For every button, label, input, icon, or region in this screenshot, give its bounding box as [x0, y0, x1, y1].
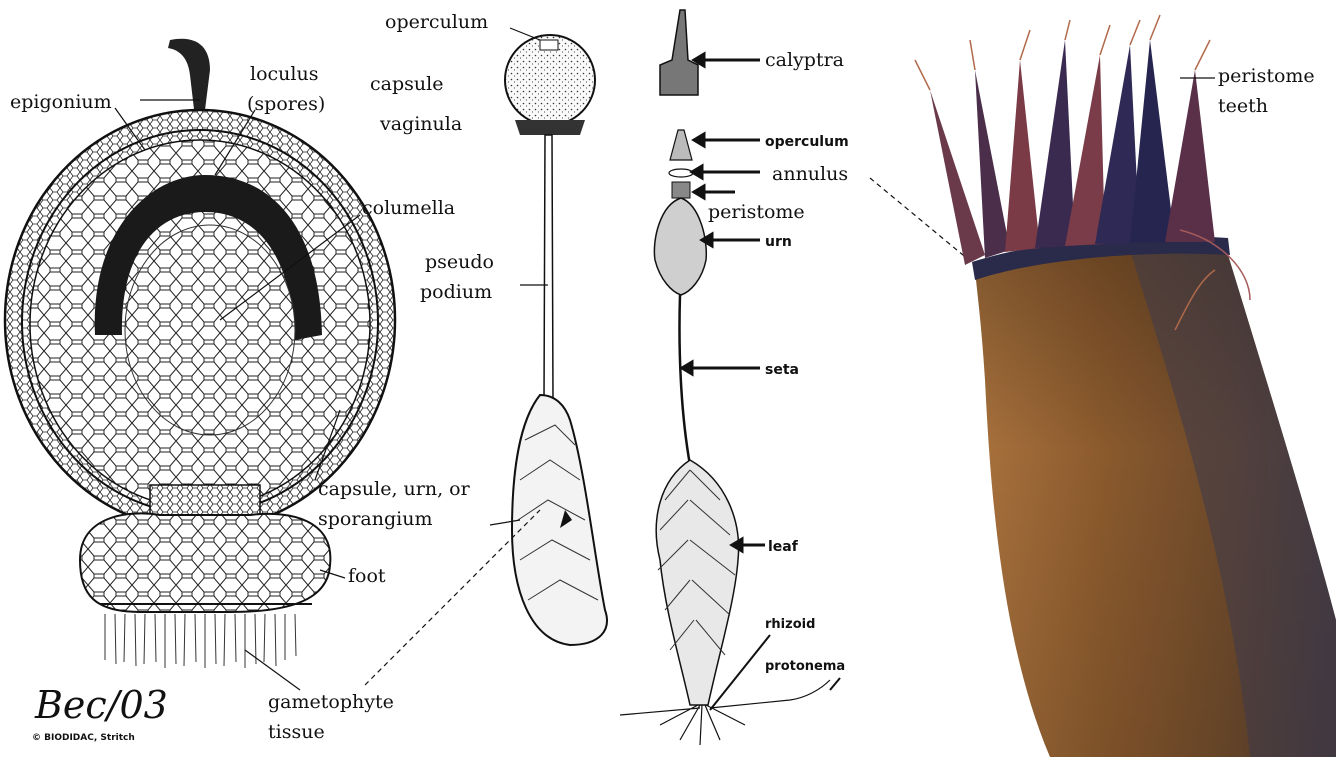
label-tissue: tissue: [268, 721, 325, 743]
label-operculum-top: operculum: [385, 11, 488, 33]
label-columella: columella: [362, 197, 455, 219]
label-urn: urn: [765, 234, 792, 250]
urn-shape: [654, 198, 706, 295]
capsule-cross-section: [5, 39, 395, 690]
label-peristome-teeth-2: teeth: [1218, 95, 1268, 117]
label-annulus: annulus: [772, 163, 848, 185]
credit: © BIODIDAC, Stritch: [32, 733, 135, 743]
label-rhizoid: rhizoid: [765, 617, 815, 632]
leafy-shoot: [656, 460, 738, 705]
capsule-foot: [80, 513, 330, 612]
label-protonema: protonema: [765, 659, 845, 674]
label-pseudo: pseudo: [425, 251, 494, 273]
label-calyptra: calyptra: [765, 49, 844, 71]
label-loculus: loculus: [250, 63, 318, 85]
label-capsule: capsule: [370, 73, 443, 95]
label-gametophyte: gametophyte: [268, 691, 394, 713]
label-epigonium: epigonium: [10, 91, 112, 113]
label-operculum-bold: operculum: [765, 134, 849, 150]
label-peristome: peristome: [708, 201, 805, 223]
label-capsule-urn: capsule, urn, or: [318, 478, 471, 500]
label-peristome-teeth-1: peristome: [1218, 65, 1315, 87]
seta-shape: [679, 295, 690, 465]
pseudopodium-stalk: [544, 135, 553, 400]
gametophyte-tissue: [105, 614, 296, 668]
operculum-shape: [670, 130, 692, 160]
label-leaf: leaf: [768, 539, 799, 555]
capsule-photograph: [915, 15, 1336, 757]
label-spores: (spores): [247, 93, 325, 115]
label-foot: foot: [348, 565, 386, 587]
label-sporangium: sporangium: [318, 508, 433, 530]
columella: [125, 225, 295, 435]
gametophyte-shoot: [512, 395, 607, 645]
signature: Bec/03: [34, 683, 168, 727]
label-seta: seta: [765, 362, 799, 378]
annulus-shape: [669, 169, 693, 177]
label-vaginula: vaginula: [379, 113, 462, 135]
moss-plant-diagram: [620, 10, 840, 745]
capsule-beak: [168, 39, 210, 118]
label-podium: podium: [420, 281, 492, 303]
calyptra: [660, 10, 698, 95]
